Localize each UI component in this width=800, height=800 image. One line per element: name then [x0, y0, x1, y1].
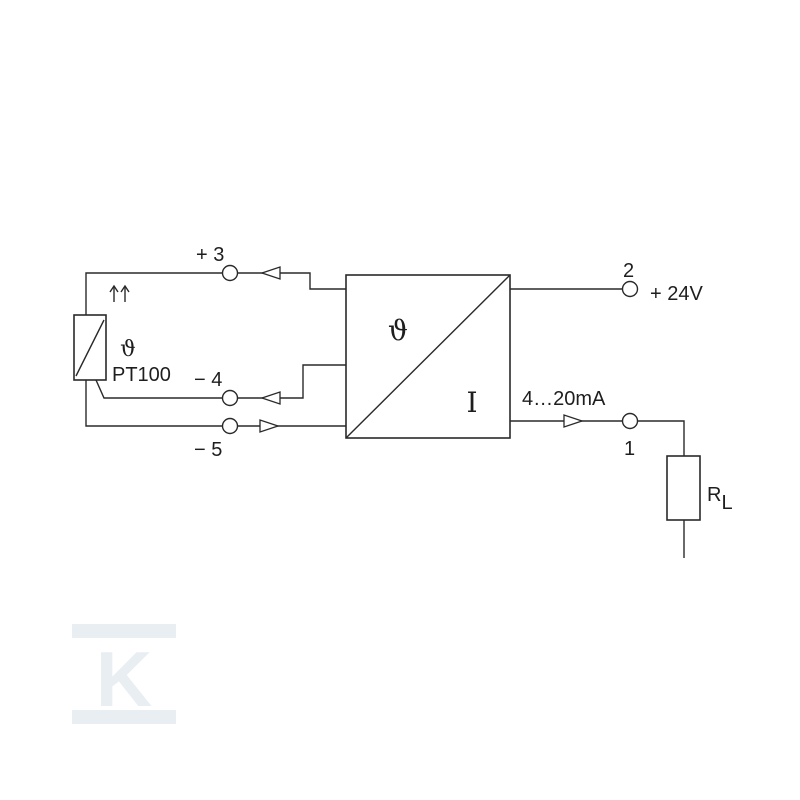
terminal-4-circle [221, 389, 239, 407]
arrow-right-icon [259, 419, 281, 433]
terminal-1-number: 1 [624, 438, 635, 460]
terminal-2-label: + 24V [650, 283, 703, 305]
wire-sensor-t5 [85, 380, 223, 427]
sensor-type-label: PT100 [112, 364, 171, 386]
sensor-symbol: ϑ [120, 337, 136, 362]
load-label: RL [707, 484, 733, 514]
terminal-5-circle [221, 417, 239, 435]
supply-wiring: 2 + 24V [510, 260, 703, 305]
terminal-1-circle [621, 412, 639, 430]
load-resistor: RL [666, 455, 733, 558]
load-resistor-body [666, 455, 701, 521]
watermark-logo: K [72, 624, 176, 724]
converter-input-wiring [237, 266, 346, 433]
terminal-4-label: − 4 [194, 369, 222, 391]
converter-output-symbol: I [466, 386, 477, 419]
wire-sensor-t4 [95, 379, 223, 399]
terminal-2-number: 2 [623, 260, 634, 282]
sensor-wiring [85, 272, 223, 427]
terminal-3: + 3 [196, 244, 239, 282]
double-up-arrow-icon [109, 284, 130, 302]
arrow-left-icon [259, 266, 281, 280]
watermark-bar-bottom [72, 710, 176, 724]
arrow-left-icon [259, 391, 281, 405]
watermark-letter: K [96, 635, 152, 723]
converter-input-symbol: ϑ [388, 314, 408, 347]
wire-t4-converter [237, 364, 346, 399]
terminal-4: − 4 [194, 369, 239, 407]
output-signal-label: 4…20mA [522, 388, 606, 410]
terminal-3-circle [221, 264, 239, 282]
terminal-3-label: + 3 [196, 244, 224, 266]
pt100-sensor: ϑ PT100 [73, 284, 171, 386]
wire-t1-load [637, 420, 685, 456]
wire-sensor-t3 [85, 272, 223, 315]
arrow-right-icon [563, 414, 585, 428]
converter-block: ϑ I [345, 274, 511, 439]
converter-diagonal [345, 274, 511, 439]
terminal-2-circle [621, 280, 639, 298]
terminal-5-label: − 5 [194, 439, 222, 461]
output-wiring: 4…20mA 1 [510, 388, 685, 460]
terminal-5: − 5 [194, 417, 239, 461]
watermark-bar-top [72, 624, 176, 638]
sensor-diagonal [75, 319, 105, 377]
wire-t3-converter [237, 272, 346, 290]
